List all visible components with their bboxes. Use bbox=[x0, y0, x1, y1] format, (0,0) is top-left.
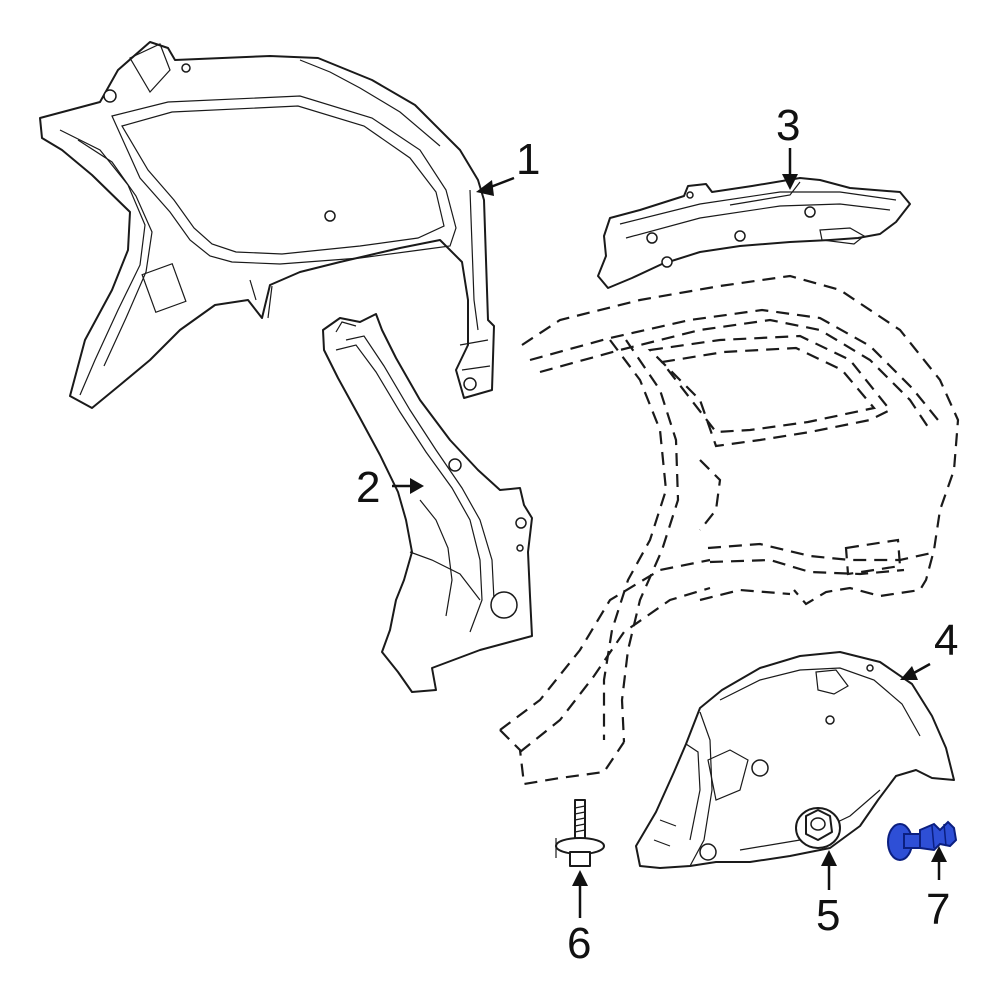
callout-2: 2 bbox=[356, 463, 380, 512]
part-2-pillar-reinforcement[interactable] bbox=[322, 313, 533, 693]
leader-lines bbox=[392, 148, 947, 918]
part-6-stud-bolt[interactable] bbox=[555, 799, 605, 867]
part-4-wheelhouse-liner[interactable] bbox=[635, 651, 955, 869]
outer-quarter-panel-reference bbox=[499, 274, 960, 786]
callout-3: 3 bbox=[776, 101, 800, 150]
part-1-inner-panel[interactable] bbox=[39, 41, 495, 409]
callout-6: 6 bbox=[567, 919, 591, 968]
callout-5: 5 bbox=[816, 891, 840, 940]
callout-7: 7 bbox=[926, 885, 950, 934]
part-3-rail-extension[interactable] bbox=[597, 177, 911, 289]
part-5-flange-nut[interactable] bbox=[795, 807, 841, 849]
part-7-push-clip[interactable] bbox=[887, 820, 958, 861]
callout-4: 4 bbox=[934, 616, 958, 665]
callout-1: 1 bbox=[516, 135, 540, 184]
